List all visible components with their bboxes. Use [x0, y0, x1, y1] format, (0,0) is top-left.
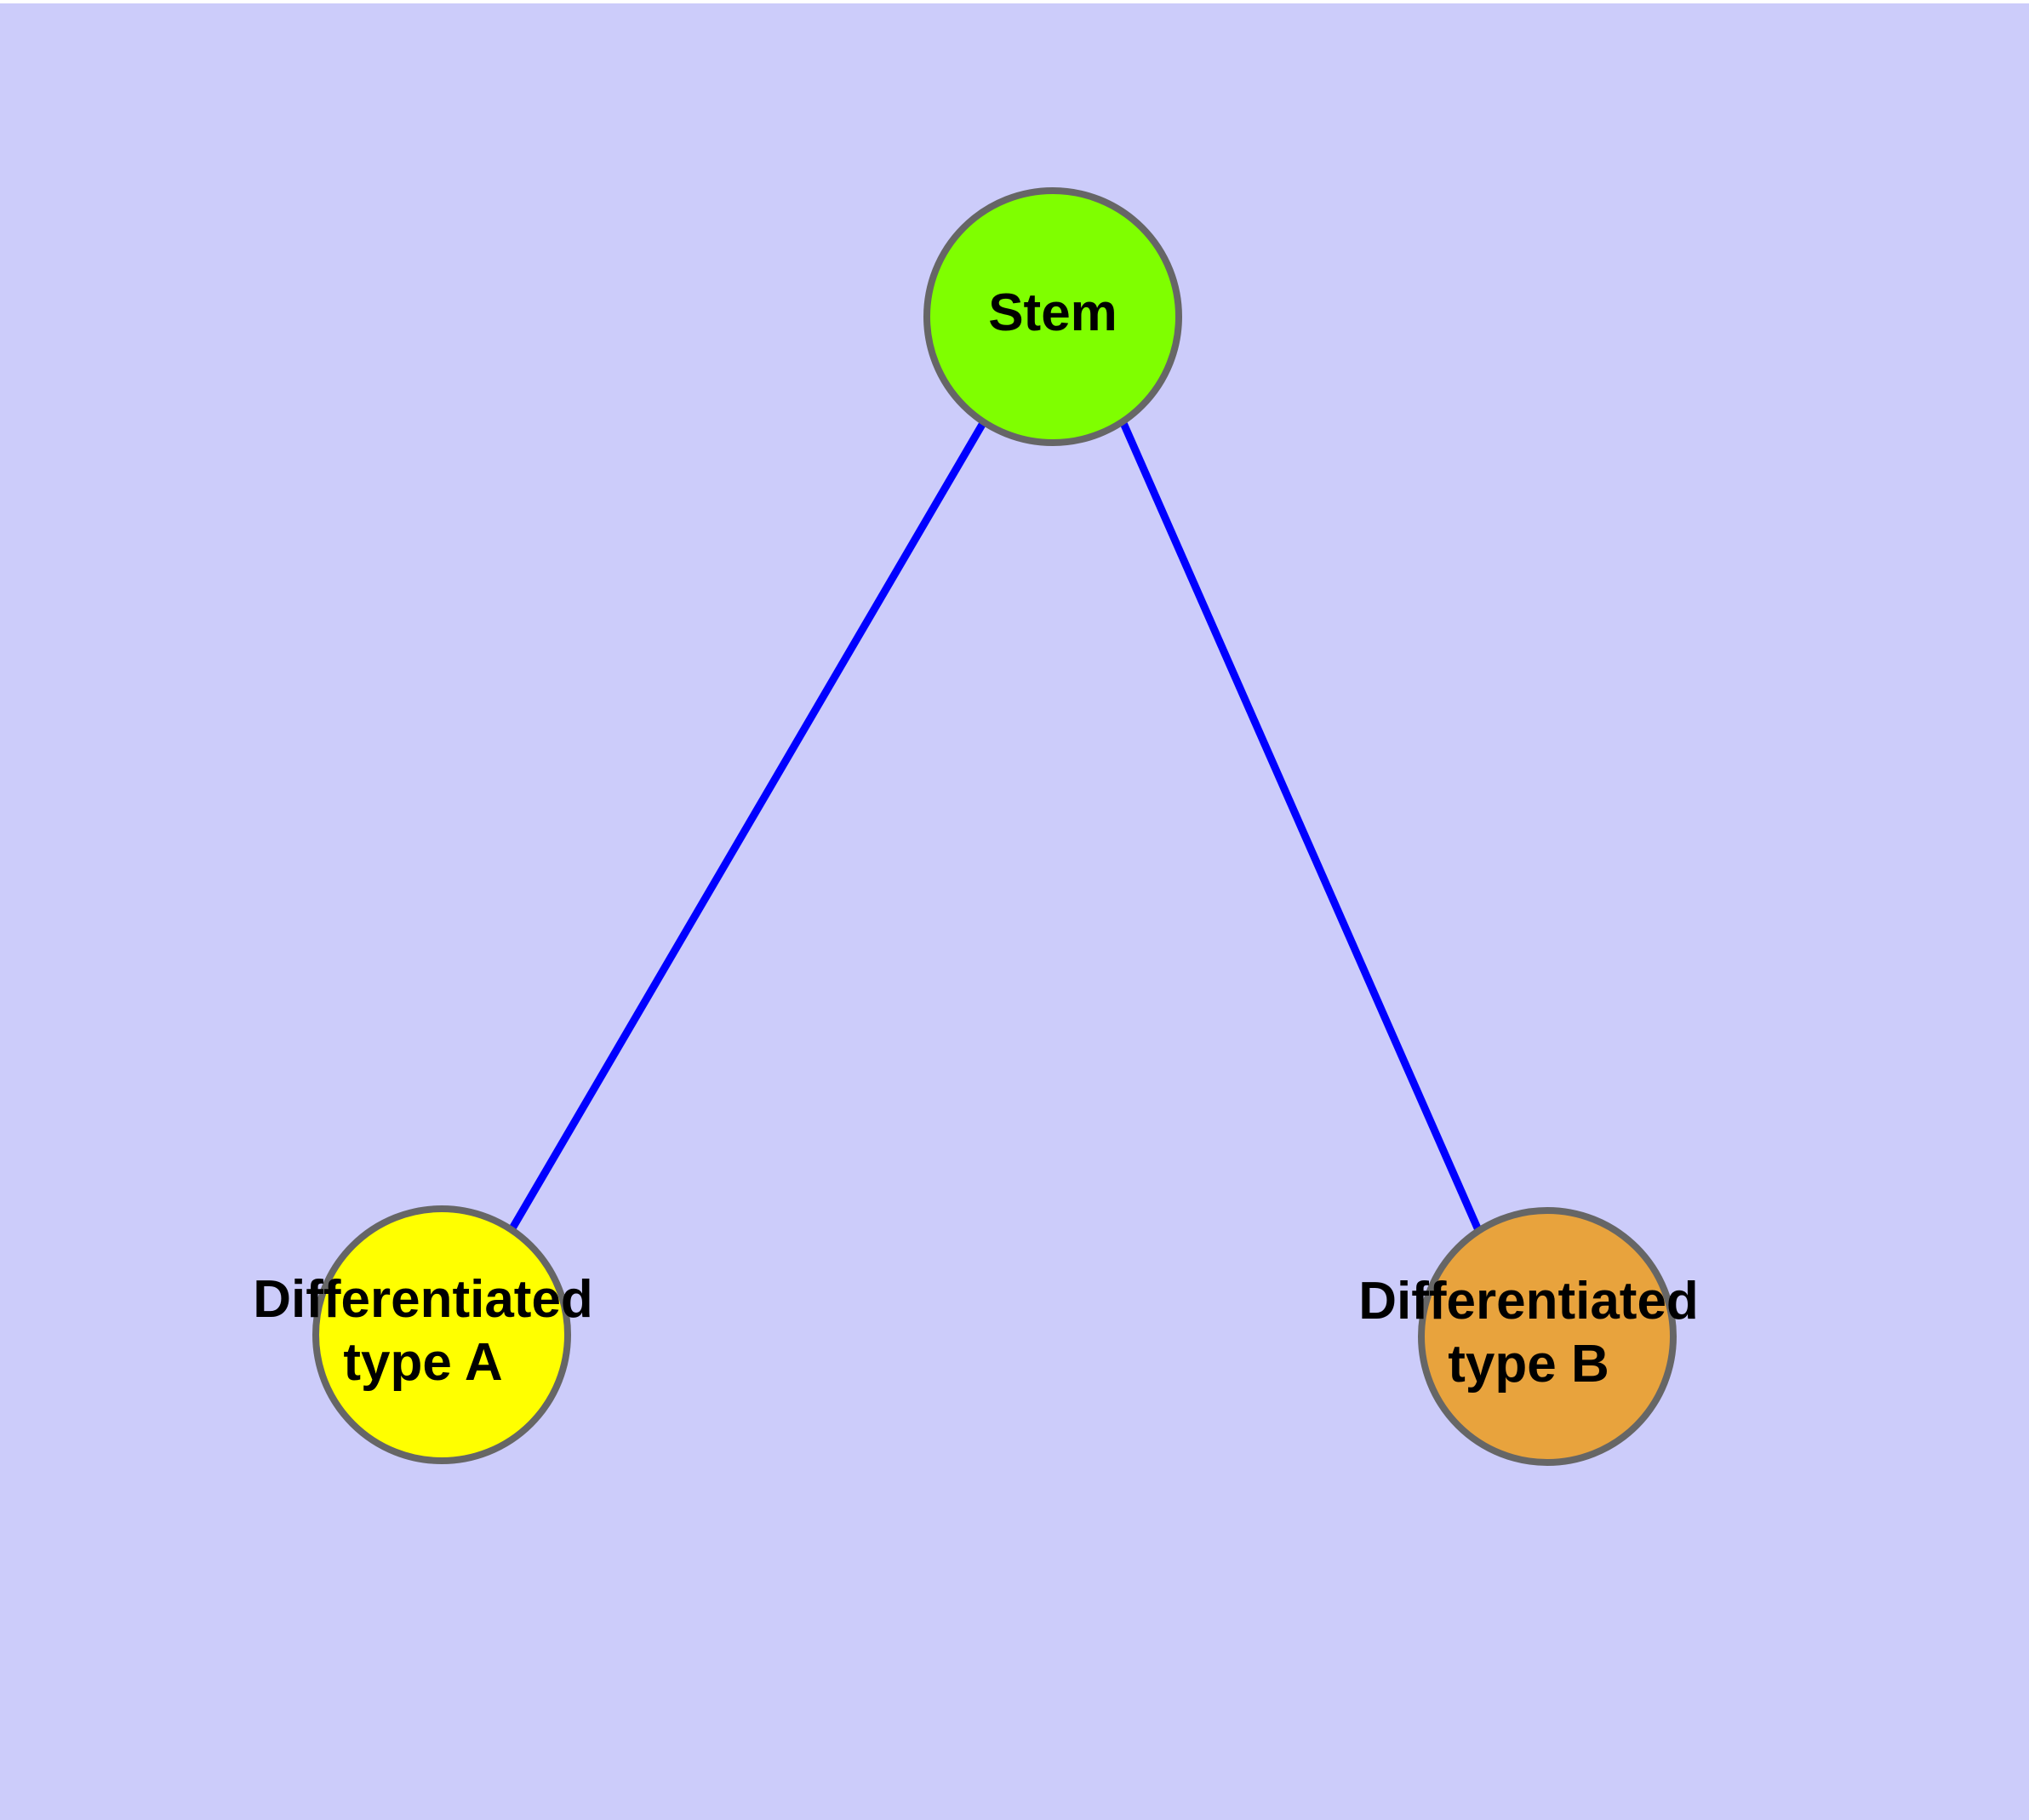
node-circle-diff-a[interactable]: [312, 1205, 571, 1464]
node-label-line: type B: [1448, 1335, 1609, 1394]
node-circle-stem[interactable]: [923, 187, 1182, 446]
node-label-line: Differentiated: [1358, 1272, 1699, 1331]
node-label-line: type A: [343, 1333, 502, 1392]
edge-layer: [509, 421, 1483, 1232]
edge-stem-to-diff-b[interactable]: [1119, 421, 1483, 1232]
node-label-line: Stem: [988, 283, 1117, 342]
edge-stem-to-diff-a[interactable]: [509, 421, 986, 1231]
node-label-stem: Stem: [988, 283, 1117, 342]
node-layer: [312, 187, 1677, 1466]
node-circle-diff-b[interactable]: [1418, 1207, 1677, 1466]
node-label-line: Differentiated: [253, 1270, 593, 1329]
